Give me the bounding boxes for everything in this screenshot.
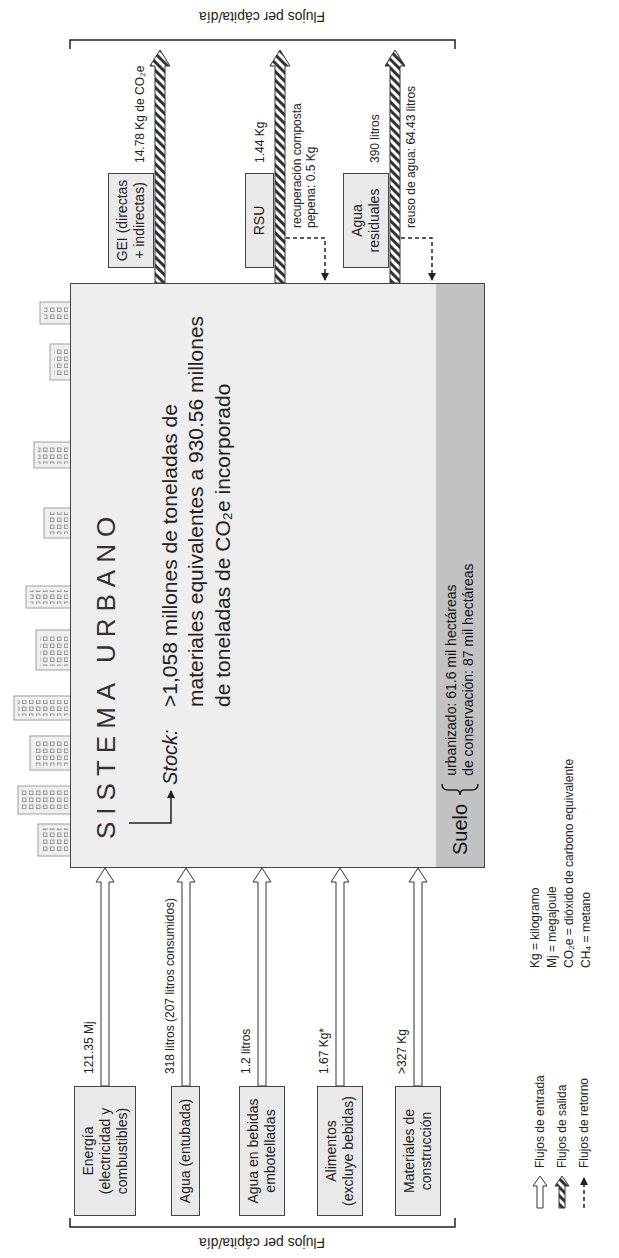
- abbreviation-note: CH₄ = metano: [579, 892, 593, 968]
- land-title: Suelo: [449, 804, 472, 855]
- output-label: Agua residuales: [349, 178, 383, 263]
- skyline-part: [40, 302, 71, 324]
- flow-value: 1.67 Kg*: [317, 1028, 331, 1074]
- legend-label: Flujos de salida: [555, 1085, 569, 1168]
- return-value: reuso de agua: 64.43 litros: [404, 78, 418, 228]
- output-box: RSU: [245, 173, 274, 268]
- skyline-part: [14, 696, 71, 720]
- flow-value: 14.78 Kg de CO₂e: [133, 53, 147, 163]
- flow-brackets-part: [70, 1218, 455, 1227]
- abbreviation-note: Kg = kilogramo: [528, 888, 542, 968]
- stock-pointer-line: [129, 791, 171, 823]
- skyline-part: [18, 786, 71, 814]
- input-label: Materiales de construcción: [401, 1093, 435, 1209]
- legend-sample: [533, 1176, 547, 1208]
- legend-sample: [555, 1176, 569, 1208]
- flow-value: 390 litros: [368, 53, 382, 163]
- input-flow-arrow: [177, 868, 195, 1086]
- input-label: Energía (electricidad y combustibles): [80, 1093, 130, 1209]
- output-label: GEI (directas + indirectas): [114, 178, 148, 263]
- abbreviation-note: Mj = megajoule: [545, 886, 559, 968]
- output-arrows: [150, 50, 405, 283]
- land-item: urbanizado: 61.6 mil hectáreas: [443, 563, 460, 775]
- skyline-part: [26, 586, 71, 608]
- skyline-part: [40, 634, 68, 666]
- land-list: urbanizado: 61.6 mil hectáreasde conserv…: [443, 563, 477, 775]
- skyline-part: [30, 590, 68, 604]
- input-label: Agua (entubada): [177, 1093, 194, 1209]
- legend-label: Flujos de retorno: [577, 1078, 591, 1168]
- abbreviation-note: CO₂e = dióxido de carbono equivalente: [562, 759, 576, 968]
- flow-value: 121.35 Mj: [82, 1021, 96, 1074]
- input-box: Materiales de construcción: [395, 1086, 441, 1216]
- skyline-part: [44, 306, 68, 320]
- urban-system-box: SISTEMA URBANO Stock: >1,058 millones de t…: [70, 283, 485, 868]
- input-box: Alimentos (excluye bebidas): [317, 1086, 363, 1216]
- skyline-part: [18, 700, 68, 716]
- output-label: RSU: [251, 178, 268, 263]
- skyline-part: [30, 736, 71, 770]
- skyline-part: [38, 824, 71, 856]
- output-box: GEI (directas + indirectas): [108, 173, 154, 268]
- skyline: [14, 302, 71, 856]
- input-box: Agua en bebidas embotelladas: [239, 1086, 285, 1216]
- return-arrows-part: [401, 238, 432, 280]
- brace-line: [442, 784, 478, 795]
- return-value: recuperación composta pepena: 0.5 Kg: [290, 78, 319, 228]
- brace-symbol: [440, 782, 480, 798]
- skyline-part: [54, 348, 68, 376]
- input-flow-arrow: [331, 868, 349, 1086]
- system-title: SISTEMA URBANO: [91, 510, 122, 839]
- skyline-part: [42, 828, 68, 852]
- legend-sample: [583, 1178, 585, 1208]
- output-box: Agua residuales: [343, 173, 389, 268]
- flow-value: 1.44 Kg: [253, 53, 267, 163]
- land-band: Suelo urbanizado: 61.6 mil hectáreasde c…: [436, 284, 484, 867]
- skyline-part: [38, 446, 68, 464]
- input-label: Alimentos (excluye bebidas): [323, 1093, 357, 1209]
- legend-label: Flujos de entrada: [533, 1075, 547, 1168]
- stock-text: >1,058 millones de toneladas de material…: [157, 307, 236, 707]
- land-item: de conservación: 87 mil hectáreas: [460, 563, 477, 775]
- flow-value: 1.2 litros: [239, 1029, 253, 1074]
- return-arrows-part: [286, 238, 325, 280]
- bracket-label: Flujos per cápita/día: [132, 1235, 392, 1251]
- input-flow-arrow: [409, 868, 427, 1086]
- skyline-part: [50, 344, 71, 380]
- bracket-label: Flujos per cápita/día: [132, 9, 392, 25]
- input-flow-arrow: [96, 868, 114, 1086]
- flow-value: >327 Kg: [395, 1029, 409, 1074]
- input-box: Agua (entubada): [171, 1086, 200, 1216]
- skyline-part: [36, 630, 71, 670]
- skyline-part: [22, 790, 68, 810]
- skyline-part: [34, 740, 68, 766]
- input-box: Energía (electricidad y combustibles): [74, 1086, 136, 1216]
- skyline-part: [44, 508, 71, 538]
- skyline-part: [34, 442, 71, 468]
- stock-label: Stock:: [159, 729, 182, 785]
- flow-value: 318 litros (207 litros consumidos): [163, 898, 177, 1074]
- input-flow-arrow: [253, 868, 271, 1086]
- input-label: Agua en bebidas embotelladas: [245, 1093, 279, 1209]
- flow-brackets-part: [70, 40, 455, 49]
- skyline-part: [48, 512, 68, 534]
